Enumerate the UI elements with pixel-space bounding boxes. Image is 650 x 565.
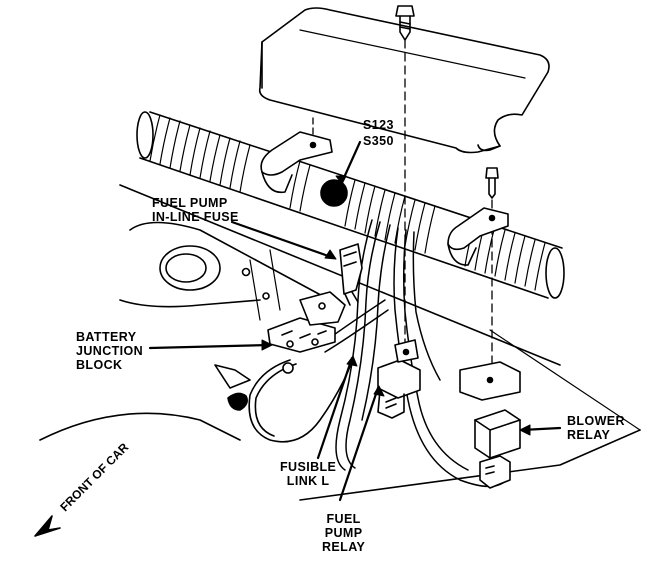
body-panel [39, 184, 641, 501]
arrow-heads [261, 175, 531, 436]
splice-label-s123: S123 [363, 118, 394, 132]
left-clamp [260, 131, 333, 194]
fuel-pump-relay [377, 339, 421, 419]
right-clamp [447, 207, 509, 266]
fuse-label: FUEL PUMP IN-LINE FUSE [152, 196, 239, 224]
battery-label-line-1: BATTERY [76, 330, 137, 344]
splice-marker [320, 179, 348, 207]
leader-lines [148, 140, 562, 502]
fusible-label-line-2: LINK L [286, 474, 330, 488]
relay-label-line-3: RELAY [322, 540, 366, 554]
blower-label-line-1: BLOWER [567, 414, 625, 428]
blower-relay-label: BLOWER RELAY [567, 414, 625, 442]
battery-label-line-2: JUNCTION [76, 344, 144, 358]
relay-label-line-2: PUMP [324, 526, 363, 540]
splice-label-s350: S350 [363, 134, 394, 148]
blower-label-line-2: RELAY [567, 428, 611, 442]
battery-junction-block-label: BATTERY JUNCTION BLOCK [76, 330, 143, 372]
inline-fuse-holder [339, 243, 363, 306]
fuse-label-line-2: IN-LINE FUSE [152, 210, 239, 224]
battery-junction-block [267, 291, 346, 353]
relay-label-line-1: FUEL [326, 512, 361, 526]
firewall-opening [159, 245, 270, 300]
blower-relay [459, 361, 521, 489]
front-of-car-arrow [34, 515, 61, 537]
fuel-pump-relay-label: FUEL PUMP RELAY [322, 512, 365, 554]
fusible-label-line-1: FUSIBLE [280, 460, 337, 474]
fusible-link-wire [227, 359, 353, 443]
right-bolt [485, 167, 499, 199]
fuse-label-line-1: FUEL PUMP [152, 196, 228, 210]
battery-label-line-3: BLOCK [76, 358, 123, 372]
fusible-link-label: FUSIBLE LINK L [280, 460, 336, 488]
